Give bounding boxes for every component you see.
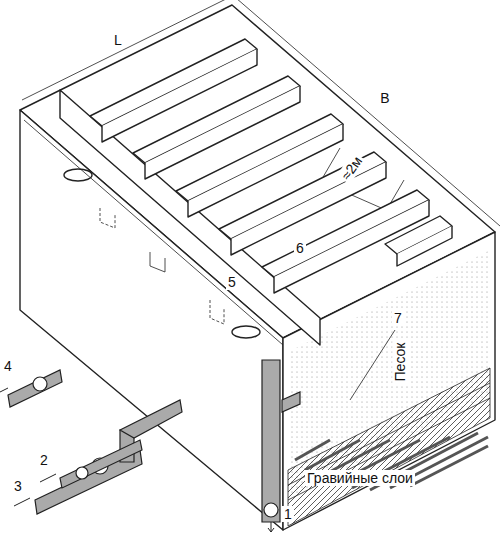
callout-number: 6 [294,240,306,256]
callout-number: 2 [38,452,50,468]
dimension-label: B [378,90,391,106]
callout-number: 7 [392,310,404,326]
callout-number: 5 [226,274,238,290]
dimension-label: L [112,32,124,48]
layer-label: Гравийные слои [305,470,415,486]
callout-number: 1 [282,506,294,522]
layer-label: Песок [392,341,408,384]
callout-number: 3 [12,478,24,494]
callout-number: 4 [2,358,14,374]
